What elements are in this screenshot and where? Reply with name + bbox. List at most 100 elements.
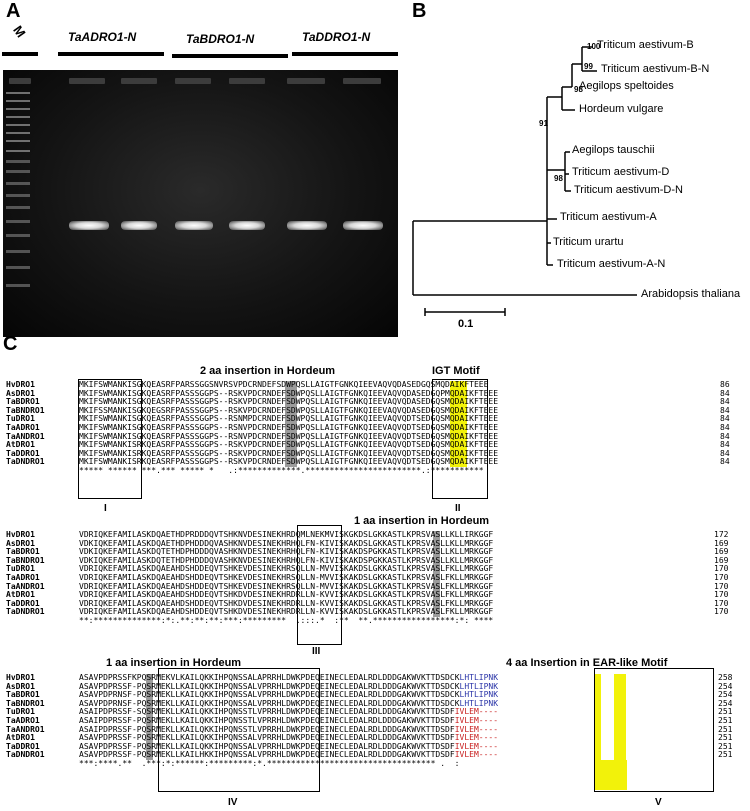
sequence-name: TaDNDRO1 — [6, 750, 45, 760]
sequence-length: 258 — [718, 673, 733, 682]
panel-c-label: C — [3, 333, 18, 355]
motif-box-ii — [432, 379, 488, 499]
panel-b-label: B — [412, 0, 427, 22]
sequence-row: VDRIQKEFAMILASKDQAEAHDSHDDEQVTSHKEVDESIN… — [79, 564, 494, 574]
sequence-row: ASAVPDPRSSF-PQSRMEKLLKAILQKKIHPQNSSALVPR… — [79, 741, 499, 751]
sequence-length: 86 — [720, 380, 730, 389]
sequence-name: AtDRO1 — [6, 440, 35, 450]
sequence-row: MKIFSWMANKISGKQEASRFPASSSGGPS--RSNVPDCRN… — [79, 431, 499, 441]
sequence-length: 251 — [718, 741, 733, 751]
sequence-name: TaADRO1 — [6, 422, 40, 432]
sequence-name: TaDDRO1 — [6, 741, 40, 751]
taxon-label: Triticum aestivum-D-N — [574, 184, 683, 196]
sequence-length: 84 — [720, 397, 730, 407]
sequence-name: HvDRO1 — [6, 380, 35, 389]
sequence-name: TaBDRO1 — [6, 690, 40, 700]
sequence-length: 169 — [714, 555, 729, 565]
motif-box-iii — [297, 525, 342, 645]
taxon-label: Hordeum vulgare — [579, 103, 664, 115]
sequence-name: AsDRO1 — [6, 538, 35, 548]
group-label-b: TaBDRO1-N — [186, 32, 255, 46]
sequence-name: TaANDRO1 — [6, 431, 45, 441]
sequence-row: MKIFSWMANKISRKQEASRFPASSSGGPS--RSKVPDCRN… — [79, 440, 499, 450]
motif-box-iv — [158, 668, 320, 792]
consensus-block3: ***:****.** .***:*:******:*********:*.**… — [79, 759, 460, 768]
sequence-length: 84 — [720, 440, 730, 450]
pcr-band — [287, 221, 327, 230]
insertion-highlight — [433, 531, 440, 617]
pcr-band — [343, 221, 383, 230]
sequence-length: 84 — [720, 431, 730, 441]
taxon-label: Triticum urartu — [553, 236, 624, 248]
sequence-name: TaBNDRO1 — [6, 555, 45, 565]
sequence-length: 251 — [718, 715, 733, 725]
sequence-row: VDKIQKEFAMILASKDQAETHDPHDDDQVASHKNVDESIN… — [79, 538, 494, 548]
sequence-row: MKIFSWMANKISGKQEASRFPASSSGGPS--RSKVPDCRN… — [79, 388, 499, 398]
panel-a-label: A — [6, 0, 21, 22]
sequence-row: MKIFSWMANKISGKQEASRFPASSSGGPS--RSNVPDCRN… — [79, 422, 499, 432]
sequence-row: ASAIPDPRSSF-SQSRMEKLLKAILQKKIHPQNSSTLVPR… — [79, 707, 499, 717]
sequence-row: ASAIPDPRSSF-PQSRMEKLLKAILQKKIHPQNSSTLVPR… — [79, 724, 499, 734]
ladder-rung — [6, 160, 30, 163]
sequence-row: MKIFSWMANKISRKQEASRFPASSSGGPS--RSKVPDCRN… — [79, 457, 499, 467]
sequence-row: ASAVPDPRSSFKPQSRMEKVLKAILQKKIHPQNSSALAPR… — [79, 673, 499, 682]
sequence-length: 84 — [720, 414, 730, 424]
consensus-block2: **:**************:*:.**:**:**:***:******… — [79, 616, 494, 625]
sequence-row: ASAIPDPRSSF-PQSRMEKLLKAILQKKIHPQNSSTLVPR… — [79, 715, 499, 725]
well — [69, 78, 105, 84]
bootstrap-value: 98 — [574, 85, 583, 94]
sequence-length: 251 — [718, 724, 733, 734]
sequence-row: MKIFSWMANKISGKQEASRFPARSSGGSNVRSVPDCRNDE… — [79, 380, 489, 389]
ladder-rung — [6, 284, 30, 287]
sequence-name: TaDDRO1 — [6, 448, 40, 458]
ear-highlight-base — [594, 760, 627, 790]
sequence-row: ASAVPDPRSSF-PQSRMEKLLKAILQKKIHPQNSSALVPR… — [79, 733, 499, 743]
ladder-rung — [6, 150, 30, 152]
sequence-block1: MKIFSWMANKISGKQEASRFPARSSGGSNVRSVPDCRNDE… — [79, 380, 499, 467]
gel-image — [3, 70, 398, 337]
bootstrap-value: 91 — [539, 119, 548, 128]
sequence-length: 172 — [714, 530, 729, 539]
sequence-length: 84 — [720, 448, 730, 458]
pcr-band — [69, 221, 109, 230]
sequence-name: TaBDRO1 — [6, 547, 40, 557]
sequence-length: 254 — [718, 690, 733, 700]
ladder-rung — [6, 124, 30, 126]
ladder-rung — [6, 234, 30, 237]
pcr-band — [121, 221, 157, 230]
sequence-name: TaDNDRO1 — [6, 607, 45, 617]
pcr-band — [175, 221, 213, 230]
sequence-length: 84 — [720, 422, 730, 432]
group-label-a: TaADRO1-N — [68, 30, 137, 44]
group-bar-b — [172, 54, 288, 58]
sequence-name: AsDRO1 — [6, 388, 35, 398]
sequence-length: 254 — [718, 698, 733, 708]
motif-box-v — [594, 668, 714, 792]
taxon-label: Triticum aestivum-D — [572, 166, 670, 178]
group-label-d: TaDDRO1-N — [302, 30, 371, 44]
ladder-rung — [6, 182, 30, 185]
consensus-block1: ***** ****** ***.*** ***** * .:*********… — [79, 466, 484, 475]
taxon-label: Triticum aestivum-A — [560, 211, 657, 223]
bootstrap-value: 100 — [587, 42, 601, 51]
sequence-length: 169 — [714, 538, 729, 548]
insertion-highlight — [285, 381, 297, 467]
pcr-band — [229, 221, 265, 230]
bootstrap-value: 99 — [584, 62, 593, 71]
sequence-row: ASAVPDPRSSF-PQSRMEKLLKAILQKKIHPQNSSALVPR… — [79, 681, 499, 691]
ladder-rung — [6, 220, 30, 223]
sequence-row: MKIFSWMANKISGKQEASRFPASSSGGPS--RSNMPDCRN… — [79, 414, 499, 424]
ladder-rung — [6, 132, 30, 134]
sequence-block3: ASAVPDPRSSFKPQSRMEKVLKAILQKKIHPQNSSALAPR… — [79, 673, 499, 760]
sequence-name: TaADRO1 — [6, 715, 40, 725]
marker-bar — [2, 52, 38, 56]
taxon-label: Triticum aestivum-B — [597, 39, 694, 51]
sequence-row: VDRIQKEFAMILASKDQAEAHDSHDDEQVTSHKDVDESIN… — [79, 607, 494, 617]
sequence-name: HvDRO1 — [6, 530, 35, 539]
sequence-row: VDRIQKEFAMILASKDQAEAHDSHDDEQVTSHKDVDESIN… — [79, 590, 494, 600]
sequence-row: MKIFSWMANKISGKQEASRFPASSSGGPS--RSKVPDCRN… — [79, 397, 499, 407]
sequence-length: 84 — [720, 457, 730, 467]
well — [229, 78, 265, 84]
